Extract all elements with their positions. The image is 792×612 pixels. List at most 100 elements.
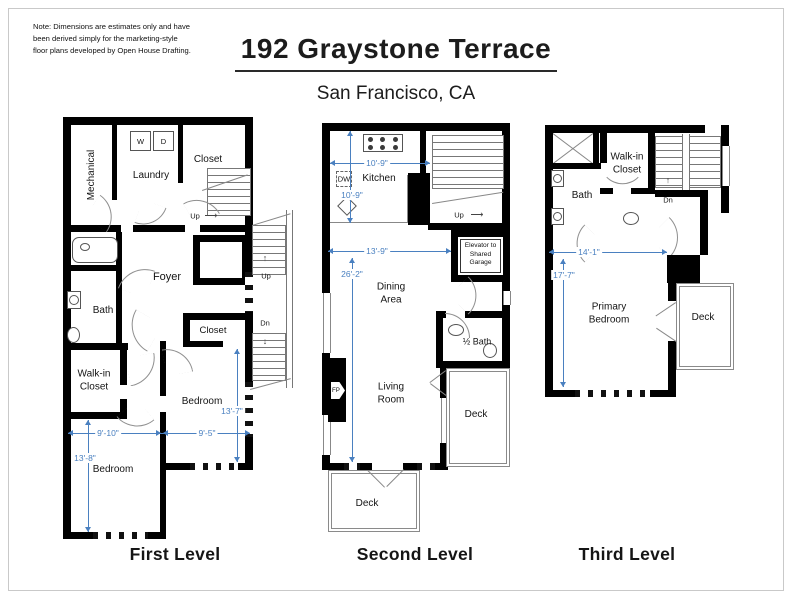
- page-border: [8, 8, 784, 591]
- door-swing: [161, 344, 194, 377]
- tub-drain: [80, 243, 90, 251]
- wall: [465, 311, 510, 318]
- foyer-closet-interior: [200, 242, 242, 278]
- dishwasher: [336, 171, 352, 187]
- window: [722, 146, 730, 186]
- dim-label: 10'-9": [364, 158, 390, 168]
- wall: [322, 455, 330, 470]
- wall: [667, 255, 700, 283]
- wall: [63, 265, 116, 271]
- fireplace: FP: [331, 382, 345, 399]
- wall: [650, 390, 676, 397]
- wall: [148, 532, 166, 539]
- bath-sink-basin: [553, 212, 562, 221]
- first-level-caption: First Level: [129, 544, 221, 564]
- wall: [631, 188, 655, 194]
- dim-label: 17'-7": [551, 270, 577, 280]
- wall: [545, 163, 601, 169]
- window: [323, 293, 331, 353]
- wall: [63, 343, 128, 350]
- dimension-arrow: [347, 131, 353, 136]
- washer-label: W: [136, 136, 145, 146]
- wall: [120, 399, 127, 419]
- dim-label: 9'-10": [95, 428, 121, 438]
- dimension-line: [563, 259, 564, 387]
- window: [323, 415, 331, 455]
- fireplace-label: FP: [332, 387, 340, 394]
- window: [417, 463, 435, 470]
- wall: [63, 225, 121, 232]
- dimension-arrow: [68, 430, 73, 436]
- dimension-arrow: [349, 258, 355, 263]
- wall: [133, 225, 185, 232]
- wall: [245, 437, 253, 470]
- bath-sink-basin: [553, 174, 562, 183]
- dim-label: 13'-9": [364, 246, 390, 256]
- wall: [322, 123, 510, 131]
- dimension-line: [237, 349, 238, 462]
- dimension-arrow: [234, 457, 240, 462]
- dryer-label: D: [160, 136, 167, 146]
- dim-label: 26'-2": [339, 269, 365, 279]
- window: [575, 390, 650, 397]
- dishwasher-label: DW: [337, 174, 351, 184]
- wall: [200, 225, 253, 232]
- wall: [436, 311, 443, 368]
- dimension-arrow: [662, 249, 667, 255]
- wall: [183, 313, 245, 320]
- window: [190, 463, 238, 470]
- wall: [322, 123, 330, 293]
- disclaimer-note: Note: Dimensions are estimates only and …: [33, 22, 191, 55]
- room-label-kitchen: Kitchen: [362, 172, 396, 184]
- counter-line: [330, 222, 408, 224]
- dimension-arrow: [560, 382, 566, 387]
- third-level-plan: ↑ Dn Deck Walk-in Closet Bath Primary Be…: [543, 118, 737, 403]
- door-swing: [117, 260, 156, 299]
- wall: [160, 463, 190, 470]
- bath-sink-basin: [69, 295, 79, 305]
- elevator-label: Elevator to Shared Garage: [460, 239, 501, 273]
- stairs-up-label: Up: [454, 210, 464, 220]
- second-level-caption: Second Level: [356, 544, 474, 564]
- room-label-deck-side: Deck: [464, 408, 488, 420]
- wall: [655, 190, 700, 197]
- wall: [245, 237, 253, 272]
- dimension-line: [352, 258, 353, 462]
- wall: [245, 312, 253, 382]
- wall: [112, 125, 117, 200]
- stairs-side-upper: [252, 225, 286, 275]
- stairs-up-label: Up: [190, 211, 200, 221]
- wall: [63, 117, 71, 539]
- door-leaf: [655, 302, 676, 317]
- counter-line: [406, 175, 408, 223]
- wall: [63, 532, 93, 539]
- door-leaf: [656, 327, 677, 342]
- room-label-living: Living Room: [377, 381, 405, 406]
- dimension-arrow: [328, 248, 333, 254]
- wall: [160, 341, 166, 396]
- right-arrow-icon: ⟶: [470, 209, 484, 220]
- dimension-arrow: [156, 430, 161, 436]
- dimension-line: [549, 252, 667, 253]
- stairs-down-label: Dn: [260, 318, 270, 328]
- wall: [360, 463, 372, 470]
- dimension-arrow: [85, 420, 91, 425]
- room-label-closet-top: Closet: [193, 153, 223, 165]
- room-label-laundry: Laundry: [132, 169, 170, 181]
- wall: [183, 313, 190, 347]
- room-label-foyer: Foyer: [152, 271, 182, 284]
- wall: [668, 283, 676, 301]
- wall: [545, 125, 705, 133]
- toilet: [67, 327, 80, 343]
- room-label-closet-mid: Closet: [199, 325, 227, 337]
- dimension-arrow: [560, 259, 566, 264]
- wall: [428, 223, 510, 230]
- rear-deck: [328, 470, 420, 532]
- wall: [440, 368, 448, 398]
- door-swing: [449, 276, 488, 315]
- wall: [593, 131, 599, 169]
- down-arrow-icon: ↓: [262, 336, 268, 346]
- dimension-arrow: [85, 527, 91, 532]
- stair-stringer-line: [432, 191, 504, 205]
- wall: [116, 232, 122, 348]
